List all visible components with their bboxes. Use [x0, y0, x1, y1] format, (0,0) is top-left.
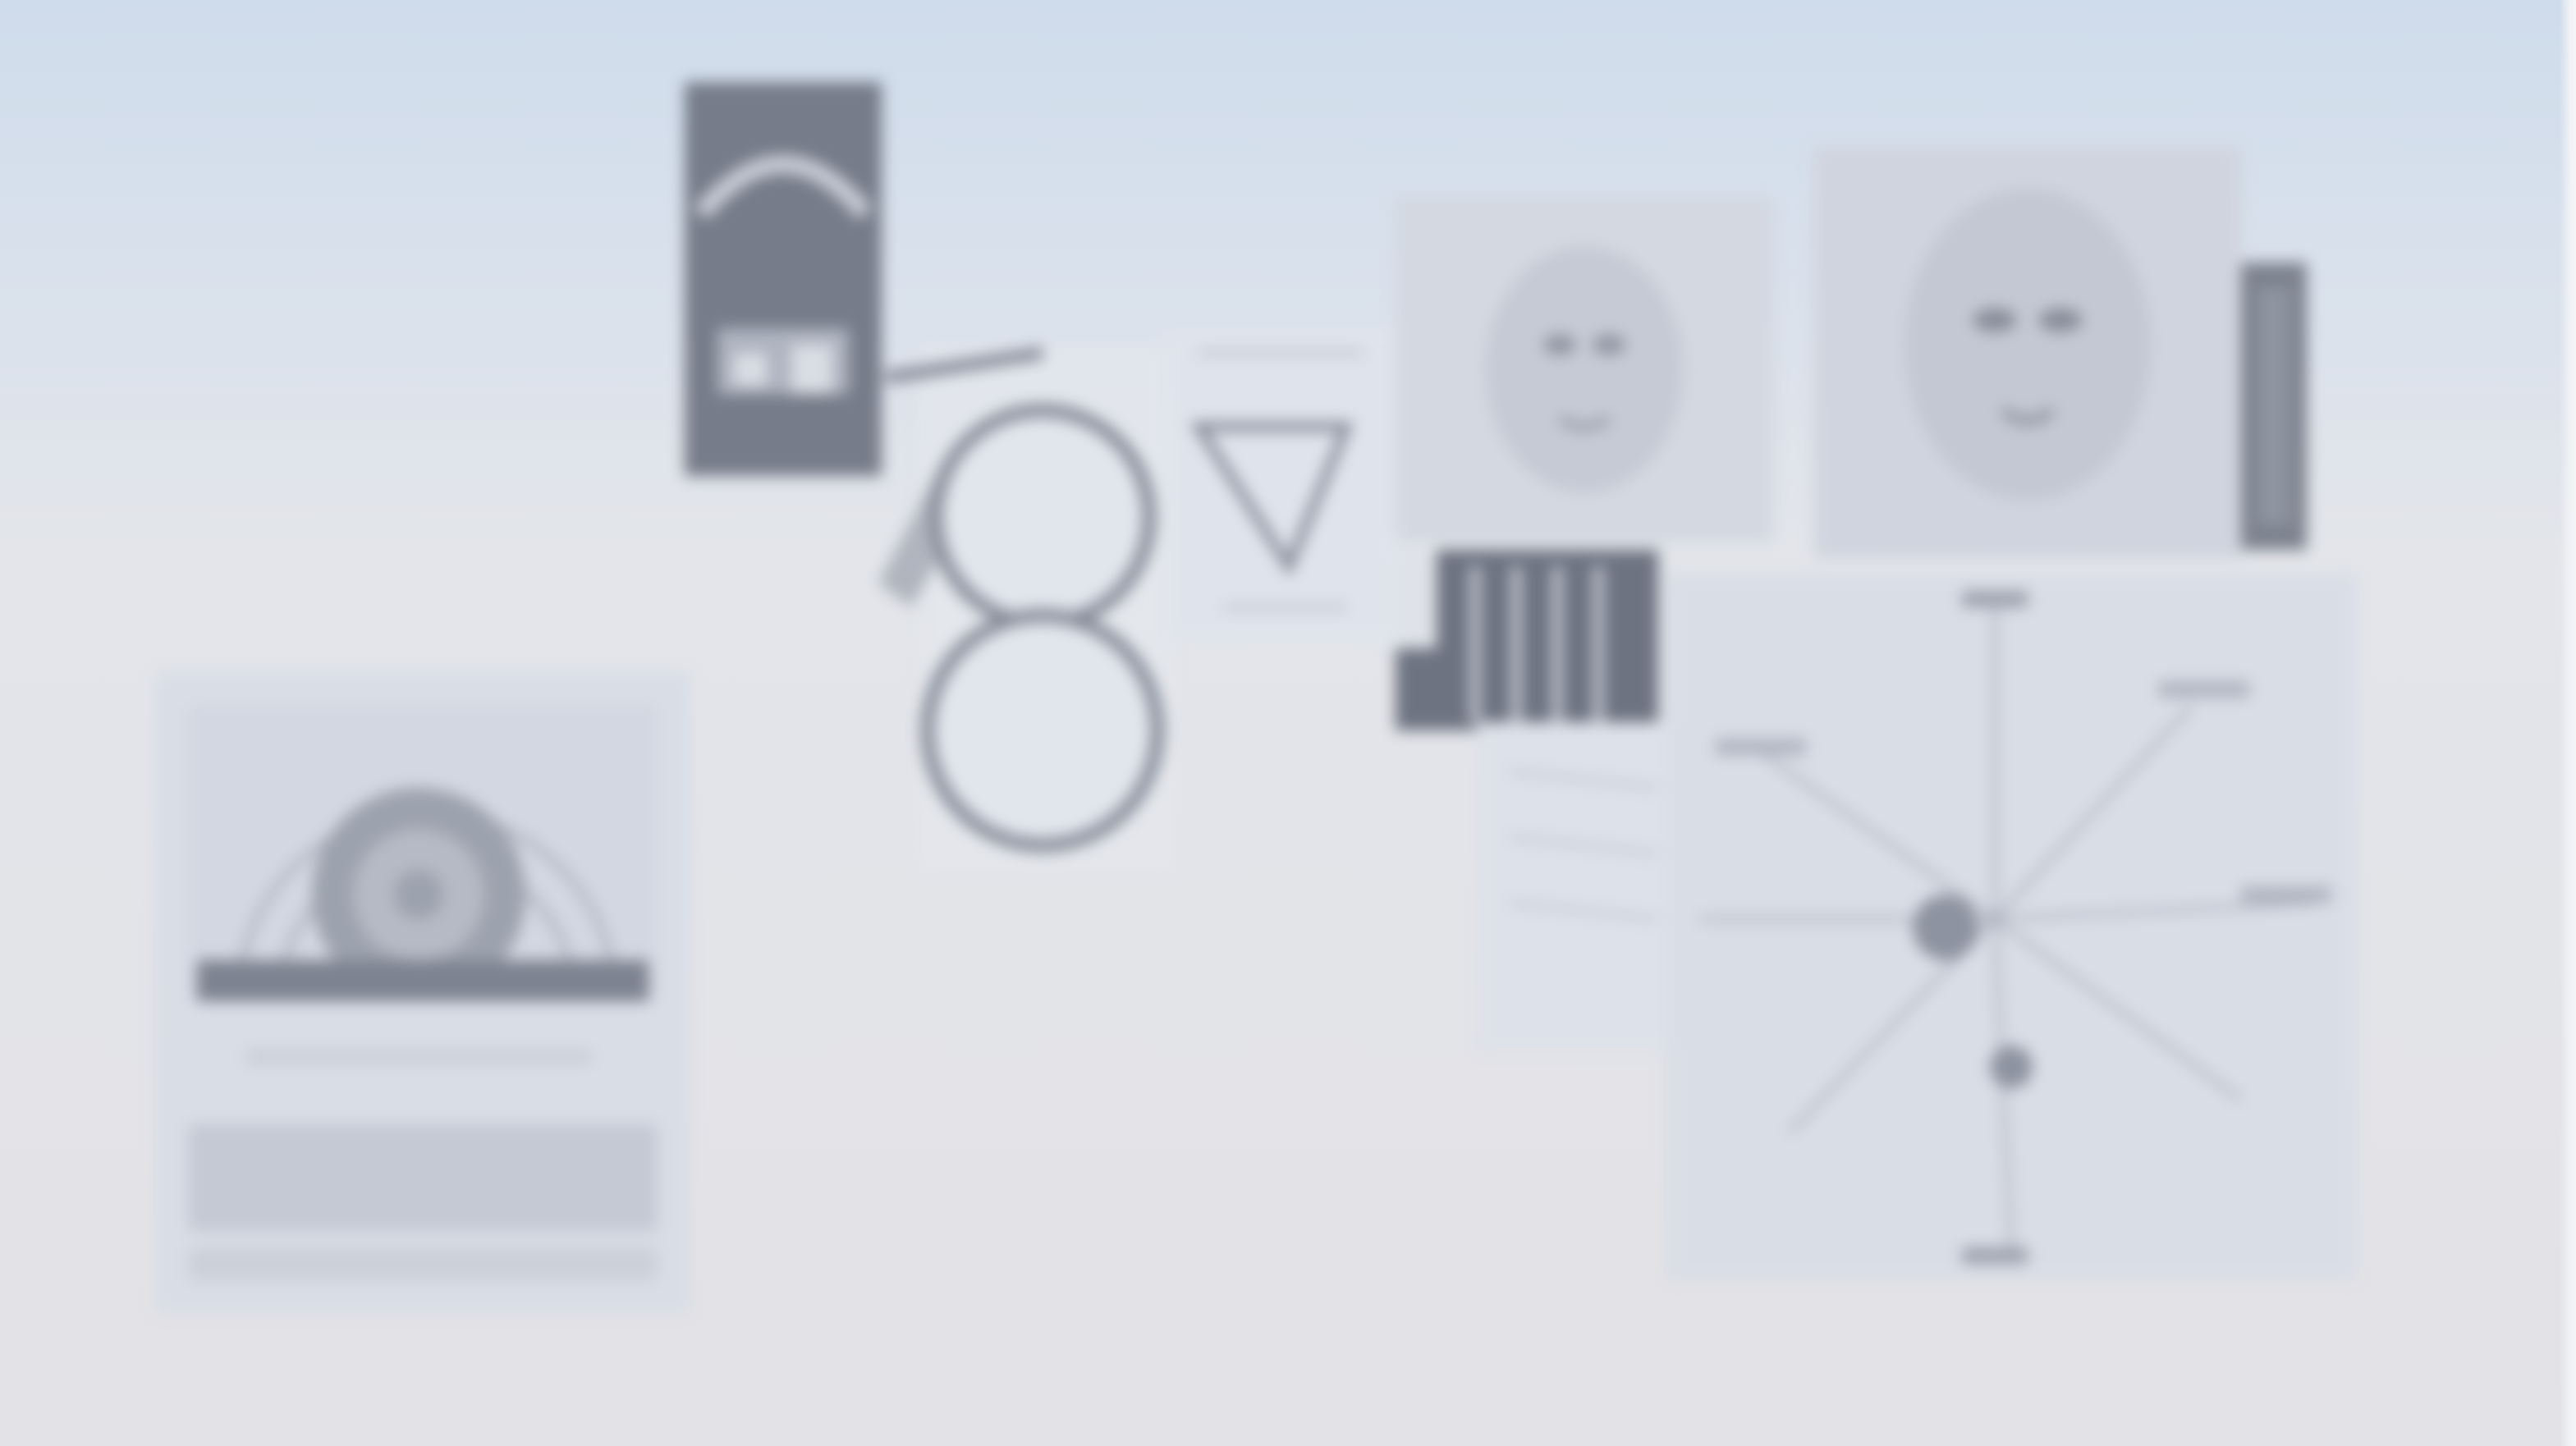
side-diagram[interactable]	[1478, 722, 1691, 1050]
image-strip-icon	[2257, 287, 2290, 525]
dark-tile-poster[interactable]	[685, 82, 882, 476]
double-ring-sketch[interactable]	[829, 328, 1182, 870]
portrait-sketch-1[interactable]	[1396, 197, 1773, 542]
funnel-sketch[interactable]	[1166, 328, 1396, 640]
window-edge	[2560, 0, 2576, 1446]
triangle-drawing-icon	[1189, 350, 1363, 610]
network-diagram-icon	[1699, 591, 2331, 1264]
barcode-tile[interactable]	[1396, 550, 1658, 730]
narrow-dark-strip[interactable]	[2241, 263, 2307, 550]
barcode-icon	[1396, 550, 1658, 730]
diagram-icon	[1510, 769, 1659, 922]
document-icon	[189, 706, 657, 1280]
image-thumbnail-icon	[685, 82, 882, 476]
portrait-sketch-2[interactable]	[1814, 148, 2241, 558]
circles-drawing-icon	[878, 345, 1182, 870]
radial-diagram[interactable]	[1666, 574, 2356, 1280]
rainbow-document[interactable]	[156, 673, 690, 1313]
portrait-image-icon	[1904, 189, 2151, 501]
portrait-image-icon	[1486, 246, 1683, 492]
